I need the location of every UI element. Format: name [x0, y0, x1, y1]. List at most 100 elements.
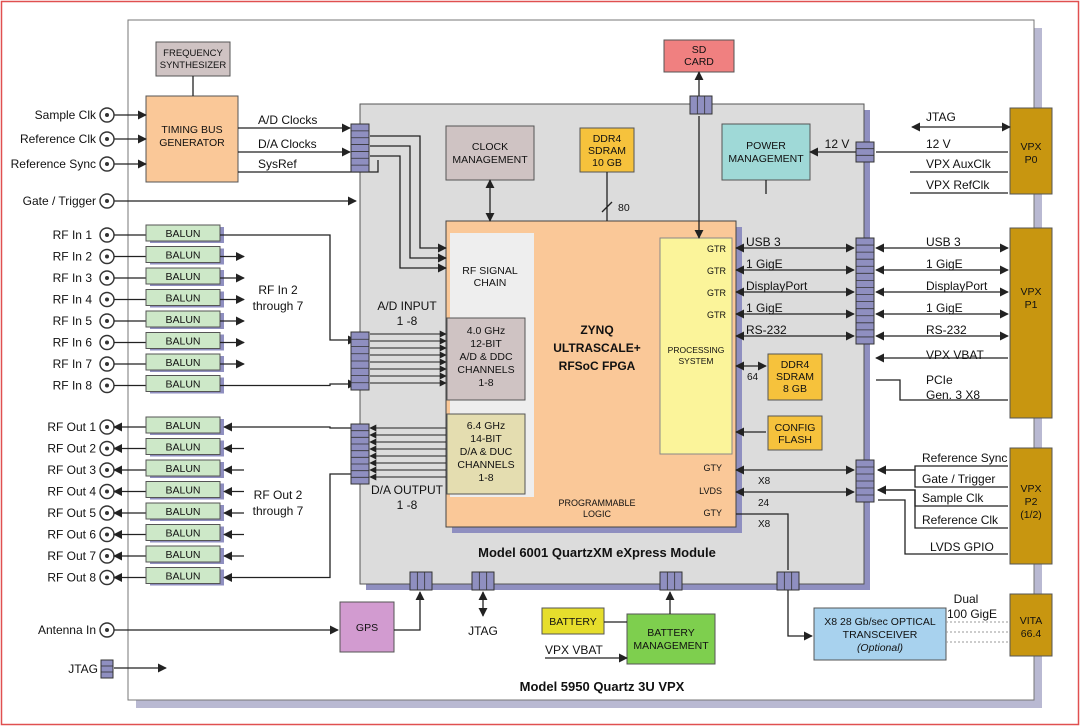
- clock-input-connector-pin: [105, 199, 109, 203]
- balun-label: BALUN: [165, 442, 200, 454]
- rf-in-connector-pin: [105, 233, 109, 237]
- svg-text:LOGIC: LOGIC: [583, 509, 612, 519]
- svg-text:RS-232: RS-232: [746, 323, 787, 337]
- svg-text:LVDS: LVDS: [699, 486, 722, 496]
- battery-management-text: BATTERY MANAGEMENT: [633, 627, 709, 652]
- balun-label: BALUN: [165, 336, 200, 348]
- svg-text:DisplayPort: DisplayPort: [926, 279, 988, 293]
- svg-text:DDR4: DDR4: [593, 133, 622, 145]
- rf-in-label: RF In 7: [53, 357, 93, 371]
- clock-line-labels: A/D Clocks D/A Clocks SysRef: [258, 113, 317, 171]
- programmable-logic-text: PROGRAMMABLE LOGIC: [558, 498, 635, 519]
- svg-text:10 GB: 10 GB: [592, 157, 622, 169]
- p2-clock-line: [877, 485, 1008, 529]
- balun-label: BALUN: [165, 420, 200, 432]
- p2-clock-line: [877, 465, 1008, 488]
- svg-text:GTR: GTR: [707, 288, 726, 298]
- balun-block: [145, 289, 221, 306]
- adc-block: [446, 317, 526, 401]
- dual-label: Dual: [954, 592, 979, 606]
- svg-text:PROGRAMMABLE: PROGRAMMABLE: [558, 498, 635, 508]
- svg-text:ULTRASCALE+: ULTRASCALE+: [553, 341, 640, 355]
- svg-text:SysRef: SysRef: [258, 157, 297, 171]
- rf-in-connector-pin: [105, 362, 109, 366]
- rf-out-connector-pin: [105, 554, 109, 558]
- balun-block: [145, 375, 221, 392]
- svg-text:CHANNELS: CHANNELS: [457, 364, 514, 376]
- balun-label: BALUN: [165, 463, 200, 475]
- rf-out-connector-pin: [105, 489, 109, 494]
- adc-text: 4.0 GHz 12-BIT A/D & DDC CHANNELS 1-8: [457, 325, 514, 389]
- rf-in-label: RF In 4: [53, 293, 93, 307]
- svg-text:1 GigE: 1 GigE: [746, 301, 783, 315]
- svg-text:P1: P1: [1025, 299, 1038, 311]
- svg-text:DDR4: DDR4: [781, 359, 810, 371]
- vpx-p2-connector: [1009, 447, 1053, 565]
- svg-text:D/A & DUC: D/A & DUC: [460, 446, 513, 458]
- rf-in-connector-pin: [105, 254, 109, 259]
- svg-text:SDRAM: SDRAM: [588, 145, 626, 157]
- dac-block: [446, 413, 526, 495]
- svg-text:JTAG: JTAG: [926, 110, 956, 124]
- jtag-left-label: JTAG: [68, 662, 98, 676]
- gps-line: [394, 591, 425, 631]
- svg-text:SYSTEM: SYSTEM: [679, 356, 714, 366]
- rf-in-label: RF In 8: [53, 379, 93, 393]
- svg-text:VPX AuxClk: VPX AuxClk: [926, 157, 992, 171]
- svg-text:Reference Sync: Reference Sync: [11, 157, 96, 171]
- rf-out-note-line2: through 7: [253, 504, 304, 518]
- svg-text:FREQUENCY: FREQUENCY: [163, 48, 223, 59]
- battery-text: BATTERY: [549, 616, 596, 628]
- svg-text:Gate / Trigger: Gate / Trigger: [922, 472, 995, 486]
- rf-out-connector-pin: [105, 425, 109, 429]
- battery-management-block: [626, 613, 716, 665]
- sd-card-block: [663, 39, 735, 73]
- svg-text:POWER: POWER: [746, 140, 786, 152]
- rf-out-label: RF Out 8: [47, 571, 96, 585]
- clock-wiring: [114, 71, 856, 273]
- svg-text:14-BIT: 14-BIT: [470, 433, 502, 445]
- pcie-line: [876, 379, 1008, 401]
- rf-out-label: RF Out 7: [47, 549, 96, 563]
- vpx-p0-connector: [1009, 107, 1053, 195]
- svg-text:4.0 GHz: 4.0 GHz: [467, 325, 506, 337]
- jtag-mid-label: JTAG: [468, 624, 498, 638]
- balun-label: BALUN: [165, 357, 200, 369]
- svg-text:X8 28 Gb/sec OPTICAL: X8 28 Gb/sec OPTICAL: [824, 616, 936, 628]
- balun-label: BALUN: [165, 271, 200, 283]
- svg-text:Reference Sync: Reference Sync: [922, 451, 1007, 465]
- svg-text:(Optional): (Optional): [857, 642, 903, 654]
- rf-out-connector-pin: [105, 511, 109, 515]
- optical-feed-line: [787, 590, 813, 641]
- jtag-bus-tab: [471, 571, 495, 591]
- gty-port-labels: GTY LVDS GTY: [699, 463, 722, 518]
- balun-block: [145, 567, 221, 584]
- svg-text:1-8: 1-8: [478, 472, 493, 484]
- antenna-connector-pin: [105, 628, 109, 632]
- svg-text:Reference Clk: Reference Clk: [922, 513, 999, 527]
- zynq-text: ZYNQ ULTRASCALE+ RFSoC FPGA: [553, 323, 640, 373]
- rf-out-label: RF Out 1: [47, 420, 96, 434]
- svg-text:P2: P2: [1025, 496, 1038, 508]
- balun-block: [145, 310, 221, 328]
- p2-signal-labels: Reference Sync Gate / Trigger Sample Clk…: [922, 451, 1007, 554]
- balun-block: [145, 481, 221, 498]
- balun-block: [145, 545, 221, 563]
- p1-signal-labels: USB 3 1 GigE DisplayPort 1 GigE RS-232 V…: [926, 235, 988, 402]
- rf-in-connector-pin: [105, 319, 109, 323]
- gps-text: GPS: [356, 622, 378, 634]
- rf-out-label: RF Out 4: [47, 485, 96, 499]
- bus-width-labels: 64 X8 24 X8: [747, 372, 771, 530]
- rf-out-route: [223, 422, 356, 432]
- svg-text:64: 64: [747, 372, 759, 383]
- ddr4-10gb-text: DDR4 SDRAM 10 GB: [588, 133, 626, 169]
- ddr4-8gb-block: [767, 353, 823, 401]
- svg-text:Reference Clk: Reference Clk: [20, 132, 97, 146]
- coax-connectors: [99, 107, 115, 638]
- svg-text:X8: X8: [758, 476, 771, 487]
- svg-text:CLOCK: CLOCK: [472, 141, 508, 153]
- sd-card-text: SD CARD: [684, 44, 714, 68]
- svg-text:D/A Clocks: D/A Clocks: [258, 137, 317, 151]
